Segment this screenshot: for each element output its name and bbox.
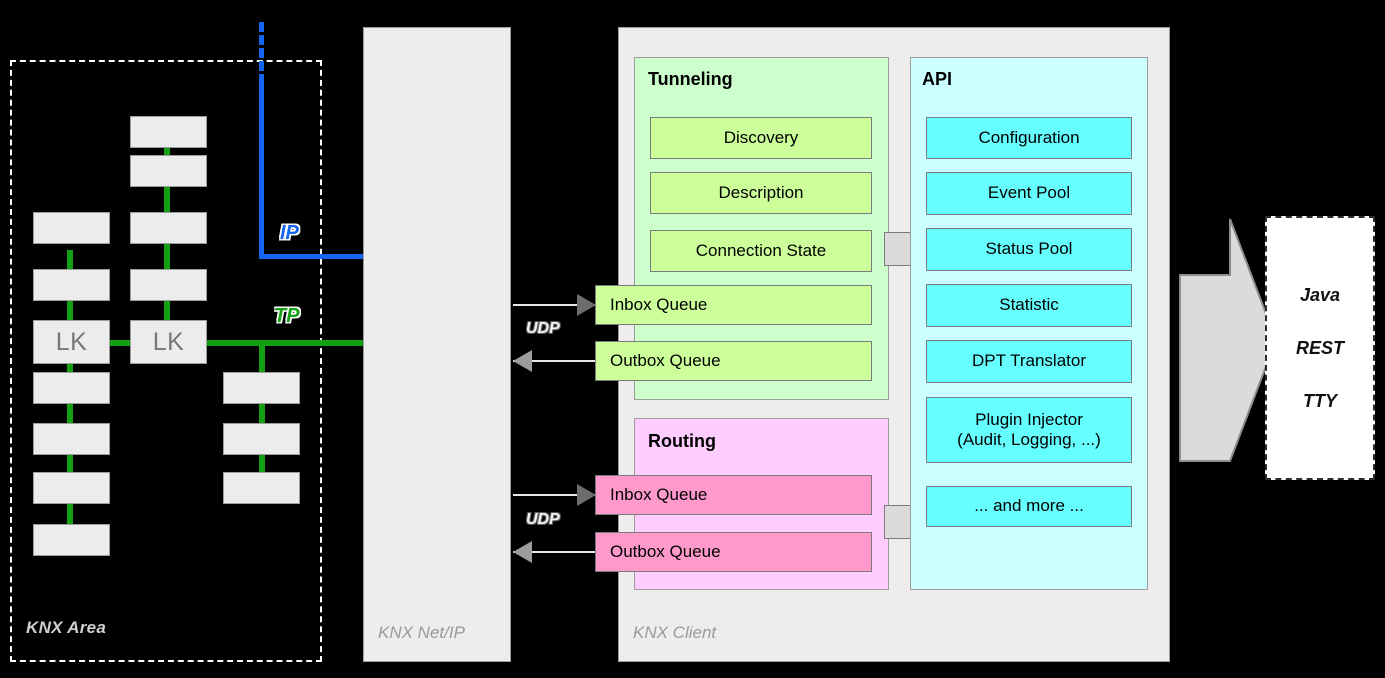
routing-inbox-queue[interactable]: Inbox Queue xyxy=(595,475,872,515)
routing-outbox-arrowhead-icon xyxy=(513,541,532,563)
api-group-title: API xyxy=(922,69,953,89)
tunneling-tile-discovery[interactable]: Discovery xyxy=(650,117,872,159)
knx-device xyxy=(130,116,207,148)
knx-device xyxy=(130,155,207,187)
knx-device xyxy=(130,212,207,244)
knx-device xyxy=(33,269,110,301)
knx-device xyxy=(33,423,110,455)
tp-trunk-line xyxy=(198,340,365,346)
knx-device xyxy=(223,423,300,455)
consumer-item-java: Java xyxy=(1299,284,1341,305)
knx-netip-panel-label: KNX Net/IP xyxy=(378,623,465,642)
consumer-item-rest: REST xyxy=(1295,337,1344,358)
routing-inbox-arrow-line xyxy=(513,494,595,496)
tunneling-outbox-arrow-line xyxy=(513,360,595,362)
line-coupler-middle: LK xyxy=(130,320,207,364)
api-tile-dpt-translator[interactable]: DPT Translator xyxy=(926,340,1132,383)
tp-bus-right xyxy=(259,344,265,494)
ip-line-vertical xyxy=(259,82,264,259)
tunneling-tile-connection-state[interactable]: Connection State xyxy=(650,230,872,272)
api-tile-statistic[interactable]: Statistic xyxy=(926,284,1132,327)
routing-outbox-queue[interactable]: Outbox Queue xyxy=(595,532,872,572)
knx-netip-panel: KNX Net/IP xyxy=(363,27,511,662)
api-tile-plugin-injector[interactable]: Plugin Injector (Audit, Logging, ...) xyxy=(926,397,1132,463)
knx-device xyxy=(33,524,110,556)
knx-area-label: KNX Area xyxy=(26,618,107,637)
tunneling-outbox-queue[interactable]: Outbox Queue xyxy=(595,341,872,381)
tunneling-inbox-arrow-line xyxy=(513,304,595,306)
knx-device xyxy=(33,472,110,504)
tp-line-label: TP xyxy=(274,305,300,327)
tunneling-inbox-queue[interactable]: Inbox Queue xyxy=(595,285,872,325)
tunneling-tile-description[interactable]: Description xyxy=(650,172,872,214)
ip-line-label: IP xyxy=(280,222,299,244)
tp-bus-middle xyxy=(164,146,170,352)
knx-device xyxy=(130,269,207,301)
knx-device xyxy=(223,472,300,504)
knx-device xyxy=(223,372,300,404)
api-tile-status-pool[interactable]: Status Pool xyxy=(926,228,1132,271)
knx-client-panel-label: KNX Client xyxy=(633,623,717,642)
tp-lk-link xyxy=(108,340,140,346)
tunneling-inbox-arrowhead-icon xyxy=(577,294,596,316)
ip-line-dashed xyxy=(259,22,264,84)
line-coupler-left: LK xyxy=(33,320,110,364)
ip-line-horizontal xyxy=(259,254,365,259)
knx-device xyxy=(33,212,110,244)
consumer-item-tty: TTY xyxy=(1303,390,1337,411)
knx-device xyxy=(33,372,110,404)
knx-area-boundary xyxy=(10,60,322,662)
consumer-interfaces-box: Java REST TTY xyxy=(1265,216,1375,480)
routing-inbox-arrowhead-icon xyxy=(577,484,596,506)
tunneling-outbox-arrowhead-icon xyxy=(513,350,532,372)
routing-outbox-arrow-line xyxy=(513,551,595,553)
api-tile-event-pool[interactable]: Event Pool xyxy=(926,172,1132,215)
api-tile-and-more[interactable]: ... and more ... xyxy=(926,486,1132,527)
tunneling-group-title: Tunneling xyxy=(648,69,733,89)
output-flow-arrow-icon xyxy=(1179,218,1278,462)
routing-udp-label: UDP xyxy=(526,511,560,528)
tunneling-udp-label: UDP xyxy=(526,320,560,337)
api-tile-configuration[interactable]: Configuration xyxy=(926,117,1132,159)
routing-group-title: Routing xyxy=(648,431,716,451)
